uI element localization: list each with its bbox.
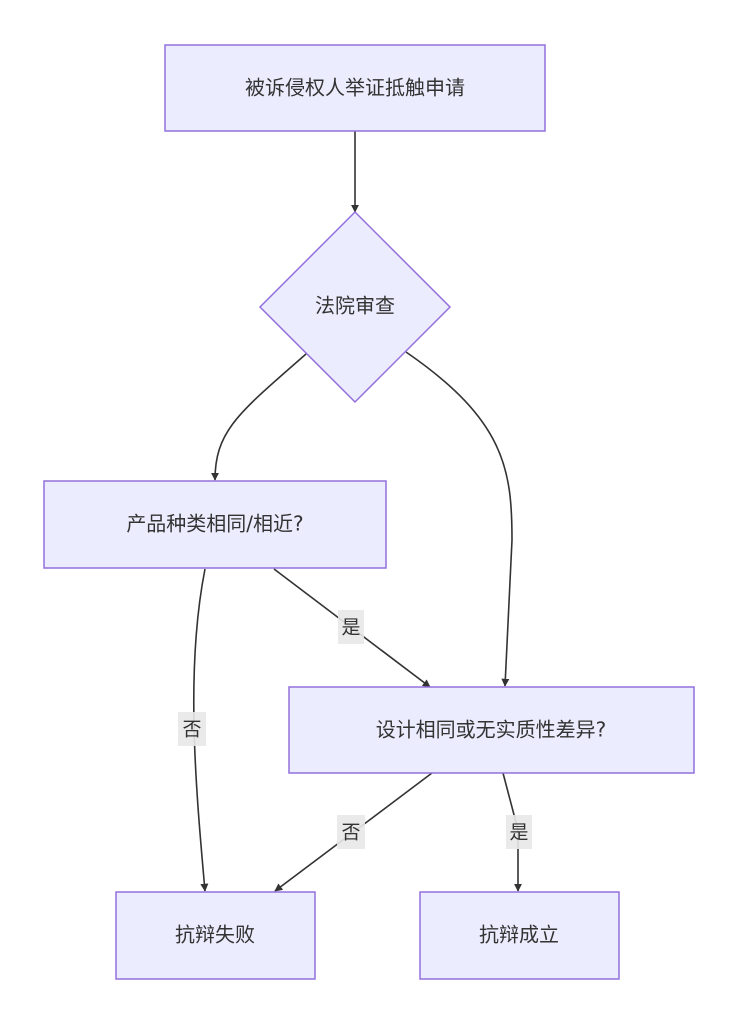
svg-text:抗辩失败: 抗辩失败 [175,923,255,947]
svg-text:是: 是 [509,822,528,844]
node-request: 被诉侵权人举证抵触申请 [164,44,546,132]
edge-review-to-same-category [211,353,307,481]
node-same-design: 设计相同或无实质性差异? [288,686,695,774]
svg-text:设计相同或无实质性差异?: 设计相同或无实质性差异? [376,718,607,742]
node-defense-failed: 抗辩失败 [115,891,316,980]
edge-label-same-category-yes: 是 [338,610,364,644]
svg-text:是: 是 [341,617,360,639]
svg-text:否: 否 [341,822,360,844]
svg-text:产品种类相同/相近?: 产品种类相同/相近? [126,512,303,536]
node-review: 法院审查 [258,210,452,404]
edge-label-same-category-no: 否 [178,712,206,746]
svg-text:抗辩成立: 抗辩成立 [479,923,559,947]
node-same-category: 产品种类相同/相近? [43,480,387,569]
svg-text:否: 否 [182,719,201,741]
edge-label-same-design-yes: 是 [506,815,532,849]
svg-text:被诉侵权人举证抵触申请: 被诉侵权人举证抵触申请 [245,76,465,100]
nodes: 被诉侵权人举证抵触申请 法院审查 产品种类相同/相近? 设计相同或无实质性差异?… [43,44,695,980]
edge-labels: 是 否 否 是 [178,610,532,849]
svg-text:法院审查: 法院审查 [315,294,395,318]
edge-review-to-same-design [405,351,513,687]
node-defense-valid: 抗辩成立 [419,891,620,980]
edge-label-same-design-no: 否 [337,815,365,849]
